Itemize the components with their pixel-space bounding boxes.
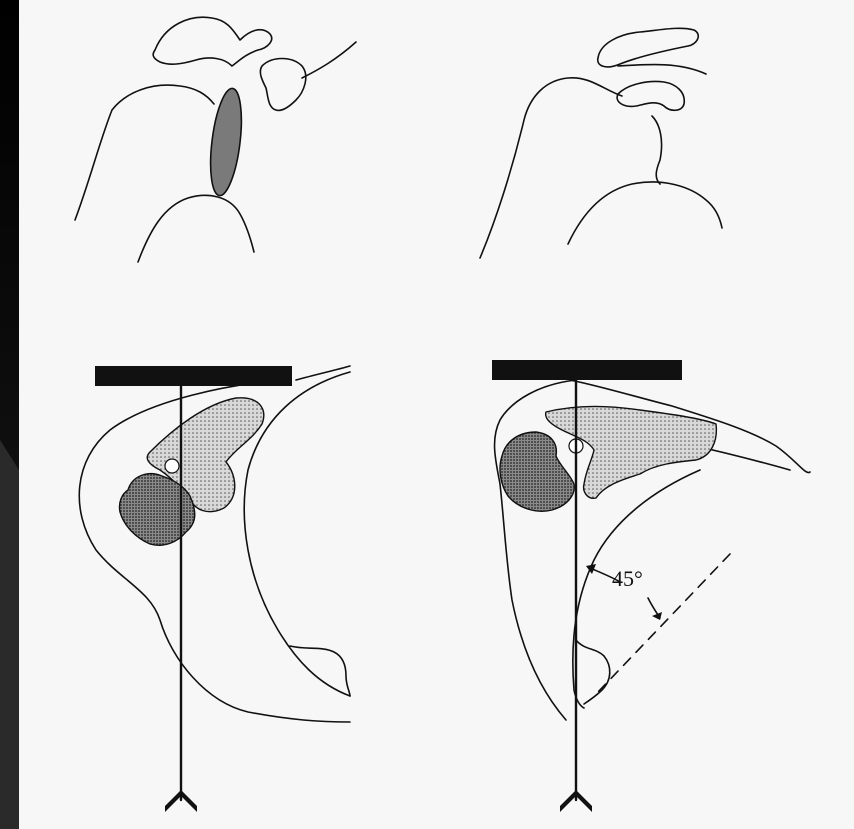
angle-arrowhead-left bbox=[586, 564, 596, 574]
bottom-right-axial-view: 45° bbox=[492, 360, 810, 812]
acromion-shadow-line bbox=[618, 64, 706, 74]
film-cassette-bar bbox=[95, 366, 292, 386]
acromion-outline bbox=[598, 28, 699, 67]
acromion-outline bbox=[153, 17, 272, 66]
humerus-lower-outline bbox=[568, 182, 722, 244]
angle-label: 45° bbox=[612, 566, 643, 591]
spine-detail bbox=[290, 646, 350, 696]
clavicle-line bbox=[302, 42, 356, 78]
coracoid-outline bbox=[260, 59, 305, 111]
top-left-shoulder-view bbox=[75, 17, 356, 262]
top-right-shoulder-view bbox=[480, 28, 722, 258]
humeral-head-shaded-region bbox=[500, 432, 574, 511]
humeral-head-outline bbox=[480, 78, 622, 258]
joint-gap-circle bbox=[165, 459, 179, 473]
humerus-lower-outline bbox=[138, 195, 254, 262]
glenoid-profile-line bbox=[652, 116, 662, 184]
coracoid-outline bbox=[617, 82, 684, 111]
bottom-left-axial-view bbox=[79, 366, 350, 812]
outer-skin-curve bbox=[296, 366, 350, 380]
spine-detail bbox=[576, 640, 610, 704]
humeral-head-outline bbox=[75, 85, 214, 220]
glenoid-shaded-ellipse bbox=[206, 87, 247, 198]
film-cassette-bar bbox=[492, 360, 682, 380]
